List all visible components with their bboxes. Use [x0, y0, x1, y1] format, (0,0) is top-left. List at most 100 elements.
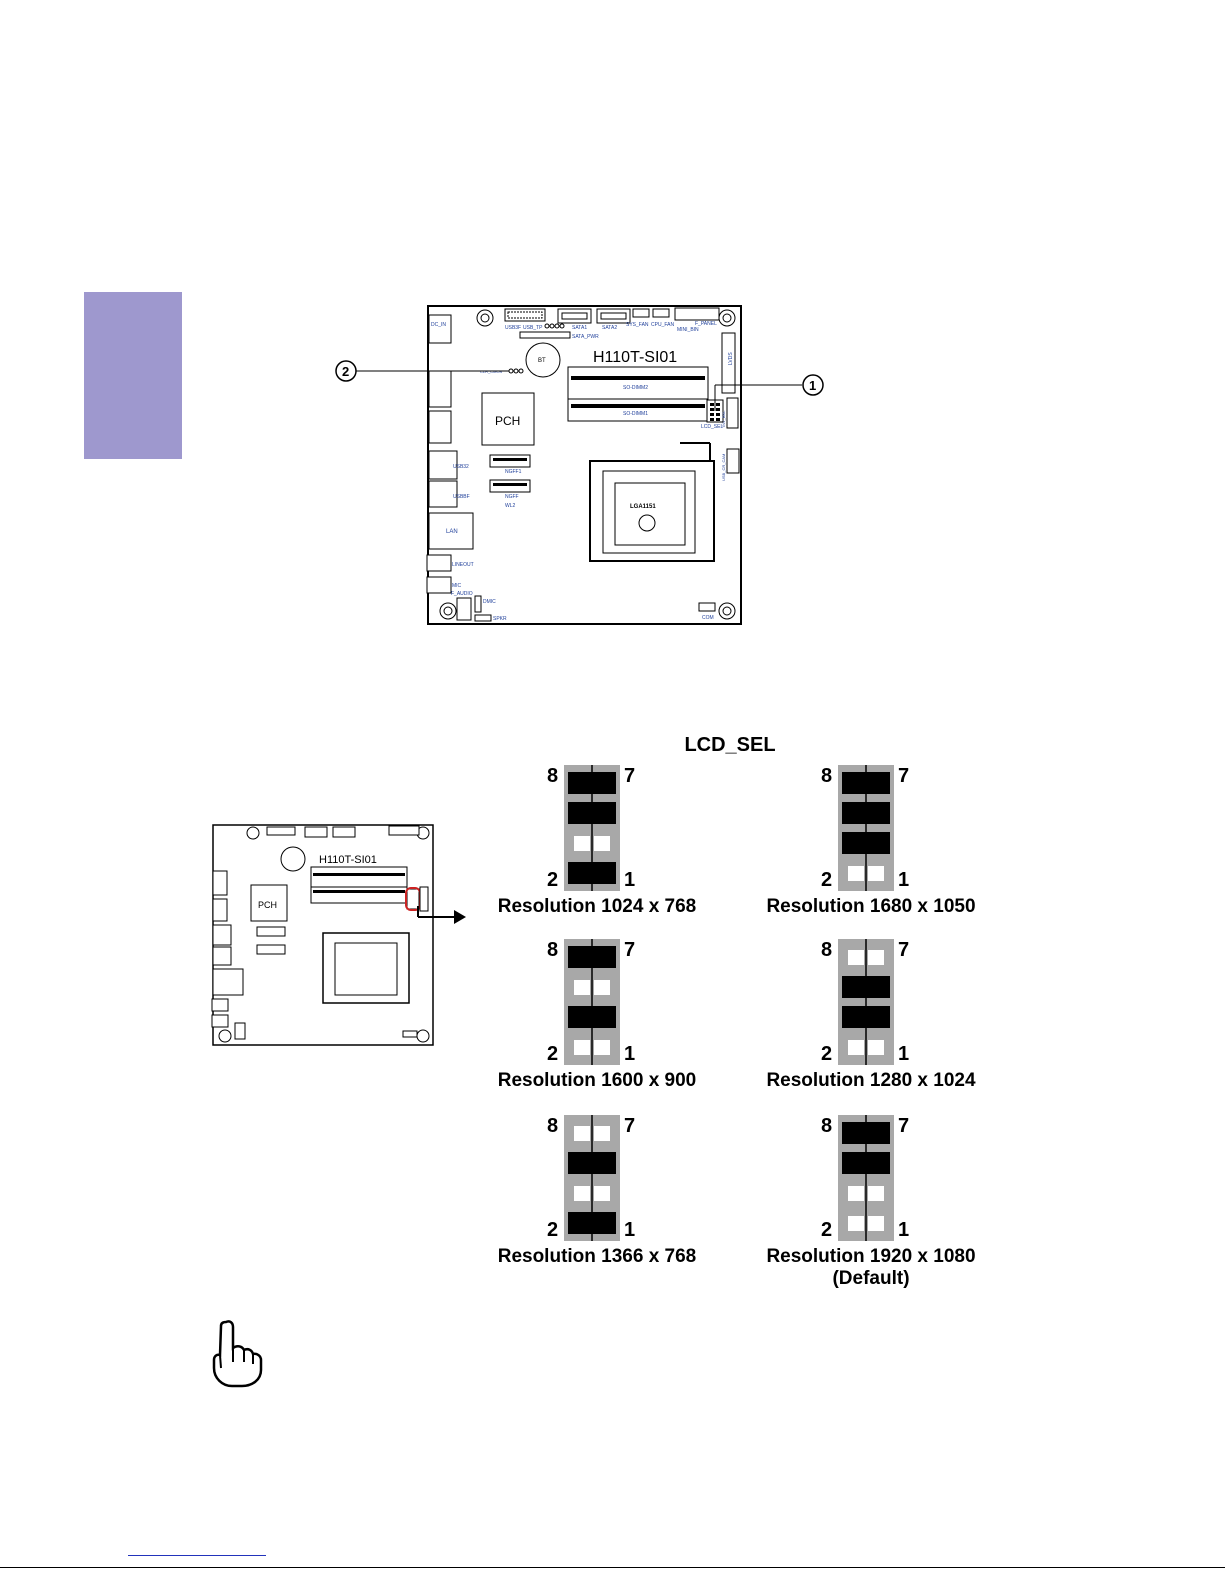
jumper-pin-open	[574, 980, 590, 995]
jumper-pin-open	[868, 1186, 884, 1201]
pin-1-label: 1	[624, 869, 636, 891]
pin-8-label: 8	[547, 939, 559, 961]
jumper-pin-open	[594, 1040, 610, 1055]
jumper-setting-1366x768: 8 7 2 1 Resolution 1366 x 768	[498, 1115, 807, 1295]
pin-1-label: 1	[624, 1043, 636, 1065]
resolution-label: Resolution 1600 x 900	[472, 1070, 722, 1092]
pin-7-label: 7	[624, 1115, 636, 1137]
callout-2: 2	[335, 360, 509, 382]
pin-2-label: 2	[821, 869, 833, 891]
pin-8-label: 8	[547, 765, 559, 787]
pin-1-label: 1	[624, 1219, 636, 1241]
jumper-pin-open	[848, 1216, 864, 1231]
jumper-pin-open	[594, 1126, 610, 1141]
arrow-to-lcd-sel	[417, 906, 466, 924]
resolution-label: Resolution 1280 x 1024	[746, 1070, 996, 1092]
pin-8-label: 8	[821, 765, 833, 787]
pin-8-label: 8	[821, 1115, 833, 1137]
pin-2-label: 2	[547, 869, 559, 891]
jumper-pin-open	[848, 1040, 864, 1055]
com-label: COM	[702, 615, 714, 621]
dc-in-label: DC_IN	[431, 322, 446, 328]
jumper-pin-open	[574, 1126, 590, 1141]
sodimm2-label: SO-DIMM2	[623, 385, 648, 391]
jumper-block	[838, 939, 894, 1065]
sata2-label: SATA2	[602, 325, 617, 331]
jumper-block	[564, 1115, 620, 1241]
jumper-pin-open	[868, 1040, 884, 1055]
motherboard-diagram-small: H110T-SI01 PCH	[211, 823, 437, 1049]
pin-7-label: 7	[898, 939, 910, 961]
mini-bin-label: MINI_BIN	[677, 327, 699, 333]
pin-7-label: 7	[898, 1115, 910, 1137]
battery-label: BT	[538, 358, 546, 364]
pin-2-label: 2	[821, 1219, 833, 1241]
resolution-text: Resolution 1680 x 1050	[766, 896, 976, 917]
footer-divider	[0, 1567, 1225, 1568]
sata-pwr-label: SATA_PWR	[572, 334, 599, 340]
jumper-pin-open	[574, 1040, 590, 1055]
ngff1-label: NGFF1	[505, 469, 522, 475]
jumper-block	[564, 765, 620, 891]
motherboard-diagram: DC_IN USB3F USB_TP SATA1 SATA2 SYS_FAN C…	[425, 303, 745, 629]
sata1-label: SATA1	[572, 325, 587, 331]
jumper-setting-1600x900: 8 7 2 1 Resolution 1600 x 900	[498, 939, 807, 1119]
pin-7-label: 7	[898, 765, 910, 787]
resolution-text: Resolution 1366 x 768	[497, 1246, 697, 1267]
inv-bkl-label: INV_BKL	[721, 410, 726, 427]
jumper-pin-open	[594, 980, 610, 995]
jumper-pin-open	[574, 1186, 590, 1201]
ngff-label: NGFF	[505, 494, 519, 500]
pin-7-label: 7	[624, 939, 636, 961]
jumper-setting-1680x1050: 8 7 2 1 Resolution 1680 x 1050	[766, 765, 1081, 945]
lan-label: LAN	[446, 529, 458, 535]
usb-bf-label: USBBF	[453, 494, 470, 500]
chapter-tab	[84, 292, 182, 459]
pin-2-label: 2	[547, 1043, 559, 1065]
jumper-block	[838, 1115, 894, 1241]
jumper-pin-open	[848, 866, 864, 881]
callout-1: 1	[714, 374, 824, 411]
resolution-note: (Default)	[832, 1268, 910, 1289]
wl2-label: WL2	[505, 503, 516, 509]
f-panel-label: F_PANEL	[695, 321, 717, 327]
resolution-text: Resolution 1920 x 1080	[766, 1246, 976, 1267]
f-audio-label: F_AUDIO	[451, 591, 473, 597]
callout-1-number: 1	[809, 378, 816, 393]
usb-tp-label: USB_TP	[523, 325, 543, 331]
small-board-model-label: H110T-SI01	[319, 854, 377, 866]
jumper-setting-1024x768: 8 7 2 1 Resolution 1024 x 768	[498, 765, 807, 945]
pin-1-label: 1	[898, 869, 910, 891]
jumper-pin-open	[594, 1186, 610, 1201]
sys-fan-label: SYS_FAN	[626, 322, 649, 328]
dmic-label: DMIC	[483, 599, 496, 605]
jumper-pin-open	[574, 836, 590, 851]
pch-label: PCH	[495, 414, 520, 428]
resolution-label: Resolution 1366 x 768	[472, 1246, 722, 1268]
mic-label: MIC	[452, 583, 462, 589]
jumper-pin-open	[848, 950, 864, 965]
lcd-sel-title: LCD_SEL	[684, 734, 776, 756]
spkr-label: SPKR	[493, 616, 507, 622]
jumper-pin-open	[594, 836, 610, 851]
resolution-label: Resolution 1920 x 1080 (Default)	[746, 1246, 996, 1290]
resolution-text: Resolution 1024 x 768	[497, 896, 697, 917]
lineout-label: LINEOUT	[452, 562, 474, 568]
pin-1-label: 1	[898, 1219, 910, 1241]
board-model-label: H110T-SI01	[593, 349, 677, 366]
pointing-hand-icon	[212, 1320, 263, 1388]
jumper-pin-open	[868, 950, 884, 965]
jumper-block	[564, 939, 620, 1065]
jumper-setting-1280x1024: 8 7 2 1 Resolution 1280 x 1024	[766, 939, 1081, 1119]
usb3f-label: USB3F	[505, 325, 521, 331]
pin-2-label: 2	[821, 1043, 833, 1065]
pin-1-label: 1	[898, 1043, 910, 1065]
callout-2-number: 2	[342, 364, 349, 379]
jumper-pin-open	[848, 1186, 864, 1201]
jumper-pin-open	[868, 1216, 884, 1231]
sodimm1-label: SO-DIMM1	[623, 411, 648, 417]
resolution-text: Resolution 1600 x 900	[497, 1070, 697, 1091]
jumper-setting-1920x1080: 8 7 2 1 Resolution 1920 x 1080 (Default)	[766, 1115, 1081, 1295]
lcd-sel-label: LCD_SEL	[701, 424, 723, 430]
pin-8-label: 8	[821, 939, 833, 961]
